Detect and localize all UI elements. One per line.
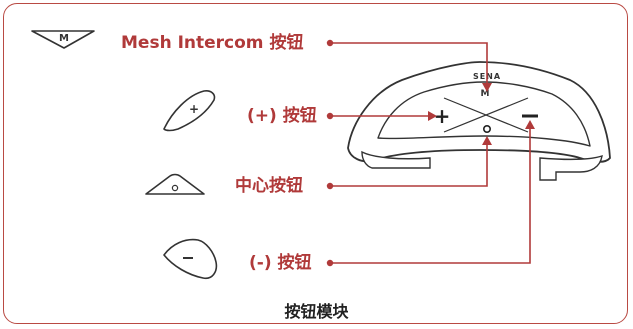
center-icon-glyph	[171, 184, 179, 192]
mesh-icon-glyph: M	[59, 33, 69, 44]
callout-dots	[326, 39, 334, 267]
diagram-frame	[3, 3, 628, 324]
mesh-intercom-button-label: Mesh Intercom 按钮	[121, 33, 304, 53]
minus-button-label: (-) 按钮	[249, 253, 312, 273]
center-callout-line	[330, 140, 488, 187]
diagram-caption: 按钮模块	[284, 302, 349, 321]
minus-button-icon	[163, 238, 218, 280]
minus-arrowhead	[525, 120, 535, 129]
mesh-button-icon: M	[31, 30, 95, 49]
device-m-key: M	[481, 89, 490, 99]
plus-icon-glyph: +	[189, 102, 199, 116]
plus-arrowhead	[428, 111, 437, 121]
center-arrowhead	[482, 136, 492, 145]
center-button-label: 中心按钮	[235, 176, 303, 196]
device-plus-key: +	[434, 104, 451, 128]
callout-arrowheads	[428, 83, 535, 145]
mesh-arrowhead	[482, 83, 492, 92]
plus-button-label: (+) 按钮	[247, 106, 317, 126]
plus-button-icon: +	[163, 90, 216, 132]
device-center-key	[482, 125, 491, 134]
mesh-callout-line	[330, 42, 488, 88]
callout-lines	[330, 42, 531, 264]
minus-callout-line	[330, 124, 531, 264]
button-module-device: SENA M +	[347, 61, 611, 181]
center-button-icon	[145, 173, 205, 195]
